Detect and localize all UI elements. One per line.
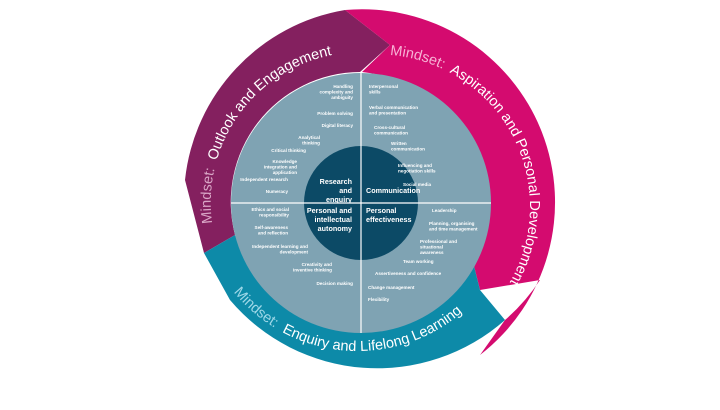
skill-label-communication: Social media xyxy=(403,182,432,187)
skill-label-research: Digital literacy xyxy=(322,123,354,128)
skill-label-effectiveness: Change management xyxy=(368,285,415,290)
skill-label-effectiveness: Team working xyxy=(403,259,434,264)
mindset-prefix: Mindset: xyxy=(199,166,219,224)
skill-label-effectiveness: Assertiveness and confidence xyxy=(375,271,442,276)
skill-label-effectiveness: Leadership xyxy=(432,208,457,213)
mindset-segment-enquiry xyxy=(204,235,505,369)
skill-label-research: Critical thinking xyxy=(271,148,306,153)
skill-label-autonomy: Decision making xyxy=(316,281,353,286)
mindset-segment-aspiration xyxy=(345,9,556,355)
skill-label-research: Independent research xyxy=(240,177,288,182)
mindset-segment-outlook xyxy=(185,10,390,253)
skill-label-research: Problem solving xyxy=(317,111,353,116)
skill-label-effectiveness: Flexibility xyxy=(368,297,390,302)
skill-label-research: Numeracy xyxy=(266,189,289,194)
core-label-communication: Communication xyxy=(366,186,420,195)
